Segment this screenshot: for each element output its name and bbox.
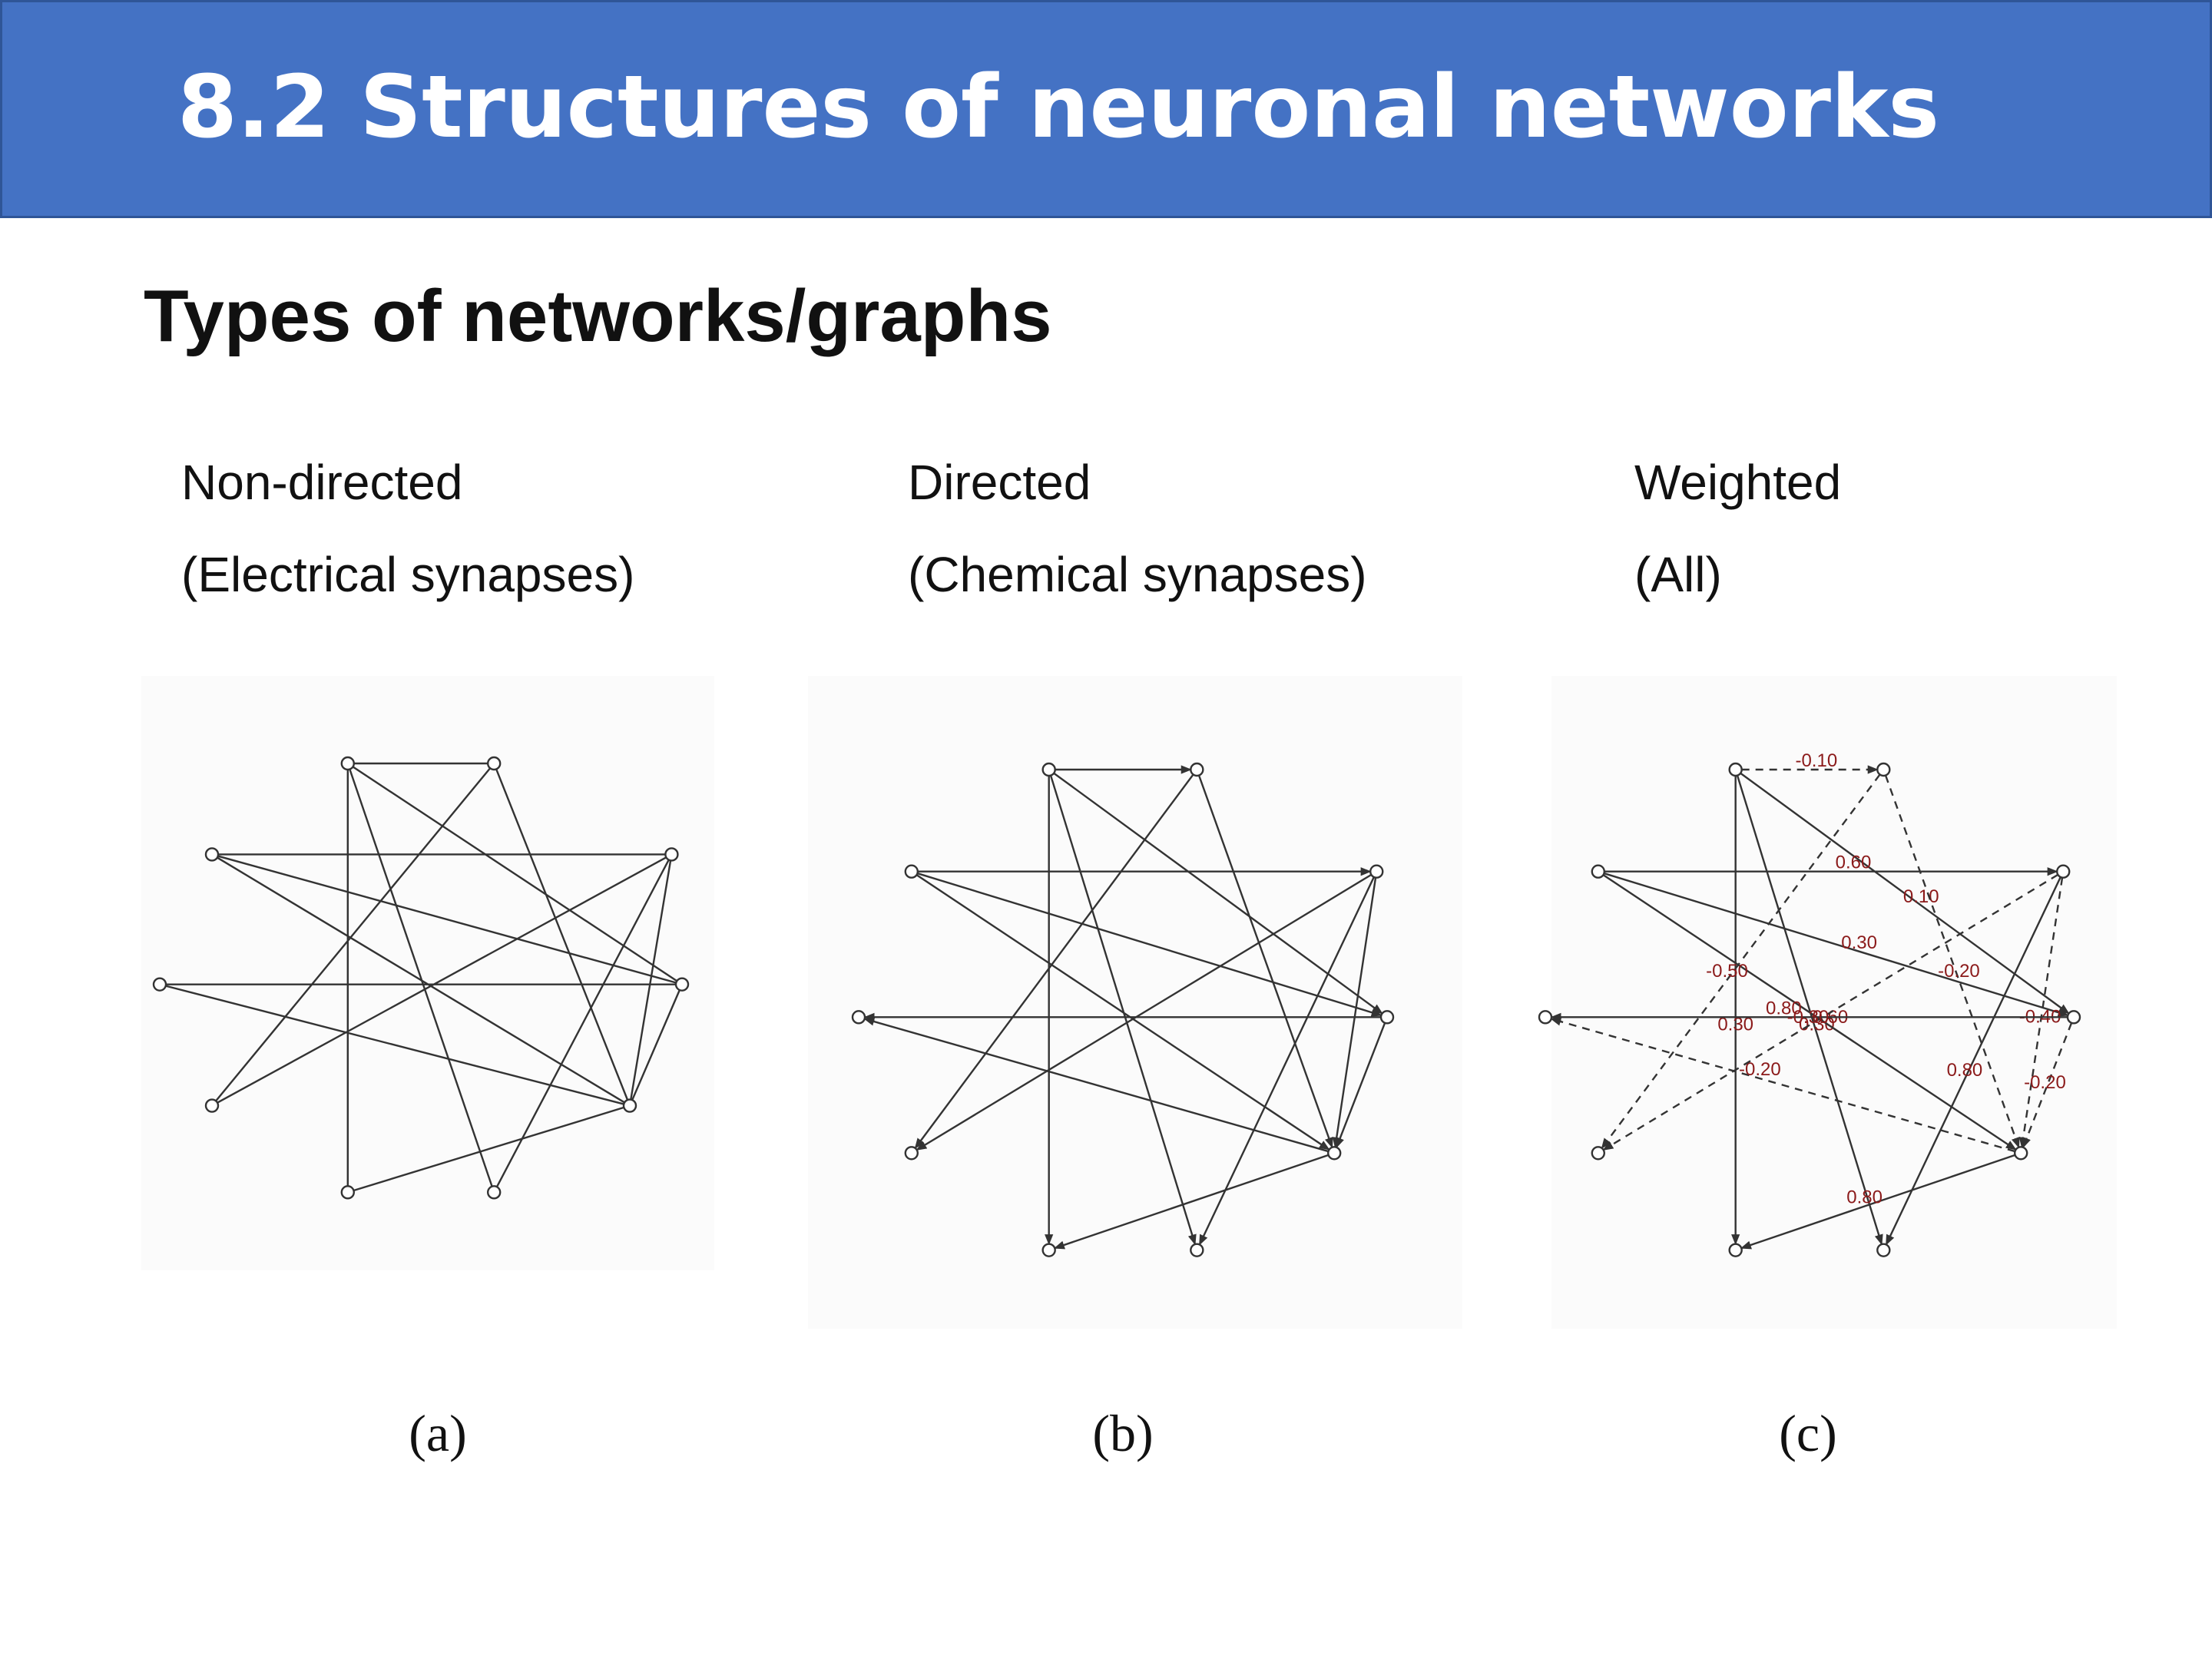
graph-node bbox=[2066, 1010, 2081, 1025]
subheading-all: (All) bbox=[1634, 547, 1722, 602]
graph-node bbox=[340, 756, 355, 771]
graph-node bbox=[340, 1185, 355, 1200]
graph-edge bbox=[630, 860, 672, 1100]
graph-edge bbox=[2018, 877, 2064, 1148]
edge-weight-label: 0.10 bbox=[1903, 886, 1939, 907]
caption-b: (b) bbox=[1092, 1404, 1154, 1462]
graph-node bbox=[851, 1010, 866, 1025]
graph-node bbox=[1041, 1243, 1056, 1257]
graph-node bbox=[1591, 1146, 1606, 1161]
graph-node bbox=[1876, 762, 1891, 777]
edge-weight-label: 0.30 bbox=[1841, 932, 1877, 953]
graph-edge bbox=[165, 985, 624, 1105]
graph-node bbox=[1876, 1243, 1891, 1257]
graph-edge bbox=[1335, 1022, 1386, 1149]
edge-weight-label: -0.20 bbox=[2024, 1072, 2066, 1093]
graph-node bbox=[1190, 762, 1204, 777]
graph-edge bbox=[1332, 877, 1377, 1148]
graph-edge bbox=[1885, 876, 2061, 1246]
graph-node bbox=[204, 1098, 220, 1113]
graph-edge bbox=[495, 768, 629, 1101]
caption-a: (a) bbox=[409, 1404, 467, 1462]
heading-non-directed: Non-directed bbox=[181, 455, 463, 510]
graph-node bbox=[1728, 762, 1743, 777]
graph-edge bbox=[1049, 775, 1197, 1246]
edge-weight-label: 0.80 bbox=[1846, 1187, 1883, 1208]
graph-edge bbox=[1550, 1017, 2015, 1153]
caption-c: (c) bbox=[1779, 1404, 1837, 1462]
graph-edge bbox=[349, 769, 493, 1187]
graph-node bbox=[1379, 1010, 1395, 1025]
graph-node bbox=[2056, 864, 2071, 879]
graph-edge bbox=[353, 1106, 624, 1192]
graph-edge bbox=[916, 874, 1330, 1151]
graph-edge bbox=[495, 859, 670, 1187]
graph-edge bbox=[1740, 1154, 2016, 1250]
graph-node bbox=[1326, 1146, 1342, 1161]
graph-edge bbox=[217, 855, 677, 984]
graph-node bbox=[664, 847, 679, 862]
graph-edge bbox=[917, 872, 1382, 1017]
graph-edge bbox=[1198, 876, 1375, 1246]
graph-node bbox=[1728, 1243, 1743, 1257]
slide-title: 8.2 Structures of neuronal networks bbox=[177, 58, 1940, 157]
graph-edge bbox=[215, 767, 492, 1102]
edge-weight-label: -0.20 bbox=[1938, 961, 1980, 982]
heading-weighted: Weighted bbox=[1634, 455, 1842, 510]
edge-weight-label: -0.10 bbox=[1795, 750, 1837, 771]
graph-edge bbox=[1601, 773, 1881, 1149]
graph-edge bbox=[1053, 772, 1383, 1015]
graph-directed bbox=[851, 762, 1395, 1257]
graph-edge bbox=[1736, 775, 1883, 1246]
graph-node bbox=[152, 977, 167, 992]
graph-edge bbox=[863, 1017, 1329, 1153]
graph-node bbox=[904, 864, 919, 879]
graph-node bbox=[487, 1185, 502, 1200]
graph-non-directed bbox=[152, 756, 690, 1200]
graph-node bbox=[622, 1098, 637, 1113]
graph-edge bbox=[1884, 775, 2020, 1149]
heading-directed: Directed bbox=[908, 455, 1091, 510]
graph-edge bbox=[916, 873, 1373, 1151]
graph-edge bbox=[631, 989, 680, 1101]
edge-weight-label: 0.60 bbox=[1836, 853, 1872, 873]
graph-node bbox=[204, 847, 220, 862]
graph-edge bbox=[1602, 874, 2017, 1151]
graph-node bbox=[487, 756, 502, 771]
graph-node bbox=[1538, 1010, 1553, 1025]
graph-edge bbox=[217, 856, 667, 1104]
graph-edge bbox=[1197, 775, 1333, 1149]
subheading-electrical: (Electrical synapses) bbox=[181, 547, 635, 602]
graph-node bbox=[1190, 1243, 1204, 1257]
graph-node bbox=[904, 1146, 919, 1161]
graph-node bbox=[674, 977, 690, 992]
graph-weighted: -0.100.300.100.300.600.300.600.80-0.40-0… bbox=[1538, 750, 2081, 1257]
panel-a-background bbox=[141, 676, 714, 1270]
graph-node bbox=[2013, 1146, 2028, 1161]
graph-edge bbox=[2022, 1022, 2073, 1149]
subheading-chemical: (Chemical synapses) bbox=[908, 547, 1367, 602]
edge-weight-label: -0.20 bbox=[1739, 1059, 1781, 1080]
graph-edge bbox=[352, 766, 677, 982]
title-bar: 8.2 Structures of neuronal networks bbox=[0, 0, 2212, 218]
edge-weight-label: -0.50 bbox=[1706, 961, 1748, 982]
graph-edge bbox=[217, 856, 625, 1104]
graph-edge bbox=[1602, 873, 2059, 1151]
graph-node bbox=[1369, 864, 1384, 879]
edge-weight-label: 0.80 bbox=[1947, 1060, 1983, 1081]
graph-node bbox=[1591, 864, 1606, 879]
edge-weight-label: 0.80 bbox=[1766, 998, 1802, 1018]
section-title: Types of networks/graphs bbox=[144, 275, 1052, 357]
graph-edge bbox=[1053, 1154, 1330, 1250]
graph-edge bbox=[1604, 872, 2069, 1017]
graph-node bbox=[1041, 762, 1056, 777]
edge-weight-label: -0.30 bbox=[1787, 1007, 1830, 1028]
graph-edge bbox=[914, 773, 1194, 1149]
